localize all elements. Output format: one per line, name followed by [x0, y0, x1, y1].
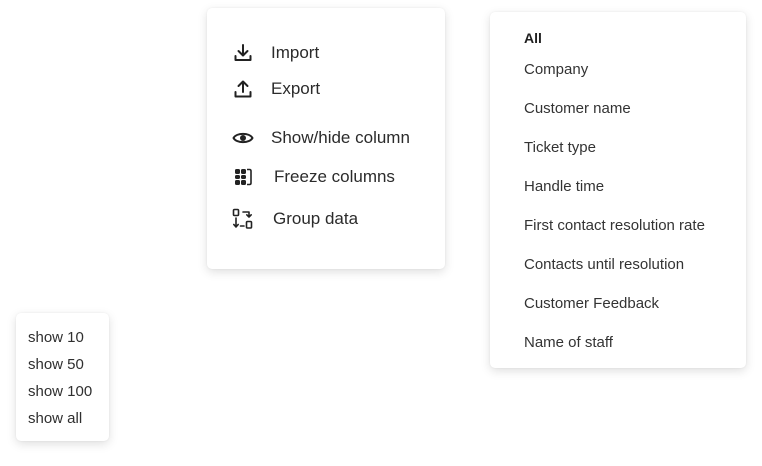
menu-item-show-hide-column[interactable]: Show/hide column	[207, 123, 445, 153]
column-option-customer-name[interactable]: Customer name	[524, 100, 631, 117]
column-option-company[interactable]: Company	[524, 61, 589, 78]
menu-item-label: Group data	[273, 209, 359, 228]
menu-item-group-data[interactable]: Group data	[207, 204, 445, 234]
column-option-first-contact-resolution-rate[interactable]: First contact resolution rate	[524, 217, 705, 234]
column-option-name-of-staff[interactable]: Name of staff	[524, 334, 613, 351]
column-option-customer-feedback[interactable]: Customer Feedback	[524, 295, 660, 312]
export-icon	[232, 78, 254, 100]
page-size-menu: show 10 show 50 show 100 show all	[16, 313, 109, 441]
menu-item-label: Show/hide column	[271, 128, 410, 147]
page-size-option-all[interactable]: show all	[28, 410, 83, 427]
actions-menu: Import Export Show/hide column	[207, 8, 445, 269]
page-size-option-10[interactable]: show 10	[28, 329, 84, 346]
menu-item-freeze-columns[interactable]: Freeze columns	[207, 162, 445, 192]
page-size-option-50[interactable]: show 50	[28, 356, 84, 373]
import-icon	[232, 42, 254, 64]
freeze-columns-icon	[232, 166, 254, 188]
menu-item-label: Freeze columns	[274, 167, 395, 186]
column-option-all[interactable]: All	[524, 30, 542, 46]
column-option-ticket-type[interactable]: Ticket type	[524, 139, 596, 156]
page-size-option-100[interactable]: show 100	[28, 383, 93, 400]
column-filter-menu: All Company Customer name Ticket type Ha…	[490, 12, 746, 368]
menu-item-label: Import	[271, 43, 320, 62]
eye-icon	[232, 127, 254, 149]
column-option-handle-time[interactable]: Handle time	[524, 178, 605, 195]
column-option-contacts-until-resolution[interactable]: Contacts until resolution	[524, 256, 685, 273]
menu-item-label: Export	[271, 79, 321, 98]
menu-item-export[interactable]: Export	[207, 74, 445, 104]
group-data-icon	[232, 208, 254, 230]
menu-item-import[interactable]: Import	[207, 38, 445, 68]
